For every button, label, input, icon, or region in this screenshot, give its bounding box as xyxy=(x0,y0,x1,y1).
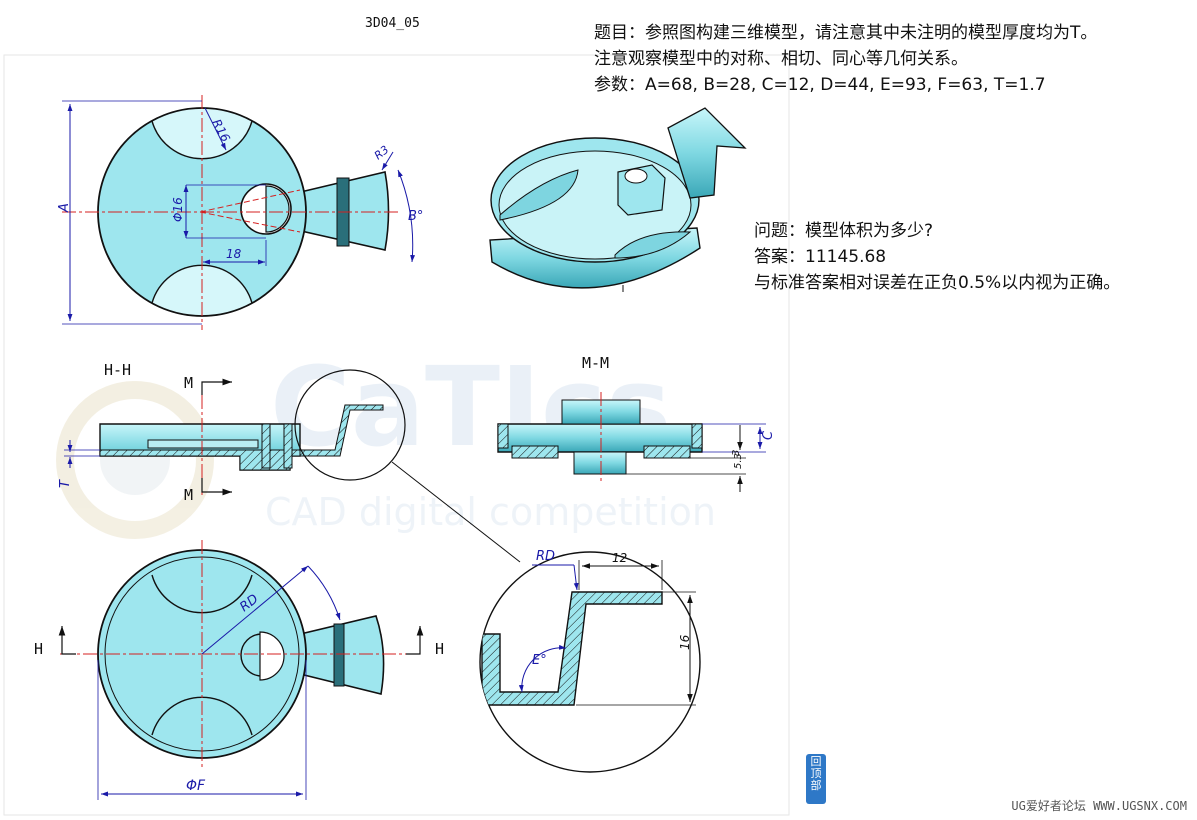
detail-view: RD 12 16 E° xyxy=(479,549,701,773)
dim-E: E° xyxy=(532,653,547,668)
top-view: A R16 R3 B° Φ16 18 xyxy=(57,95,423,330)
site-footer: UG爱好者论坛 WWW.UGSNX.COM xyxy=(1011,799,1187,813)
problem-line-1: 题目：参照图构建三维模型，请注意其中未注明的模型厚度均为T。 xyxy=(594,23,1098,43)
dim-A: A xyxy=(57,203,72,213)
question-line: 问题：模型体积为多少? xyxy=(754,221,934,241)
dim-18: 18 xyxy=(226,247,242,261)
dim-phi16: Φ16 xyxy=(171,197,185,222)
label-H-right: H xyxy=(435,640,444,658)
isometric-view xyxy=(489,107,747,292)
dim-3: 3 xyxy=(731,450,742,456)
bottom-view: RD H H ΦF xyxy=(34,540,444,800)
dim-5.3: 5.3 xyxy=(733,453,744,469)
drawing-code: 3D04_05 xyxy=(365,16,420,31)
back-to-top-button[interactable]: 回 顶 部 xyxy=(806,754,826,804)
label-HH: H-H xyxy=(104,361,131,379)
watermark-tagline: CAD digital competition xyxy=(265,490,716,534)
back-to-top-char-3: 部 xyxy=(810,779,822,792)
dim-T: T xyxy=(58,479,73,488)
back-to-top-char-1: 回 xyxy=(810,755,822,768)
top-upper-cutout xyxy=(151,107,253,160)
dim-phiF: ΦF xyxy=(186,778,206,794)
back-to-top-char-2: 顶 xyxy=(810,767,822,780)
label-M-top: M xyxy=(184,374,193,392)
sheet-border xyxy=(3,54,790,816)
detail-callout-circle xyxy=(294,369,406,481)
dim-12: 12 xyxy=(612,551,627,565)
dim-C: C xyxy=(761,430,776,440)
dim-16: 16 xyxy=(678,634,692,650)
dim-B: B° xyxy=(408,209,423,224)
answer-line: 答案：11145.68 xyxy=(754,247,887,267)
problem-parameters: 参数：A=68, B=28, C=12, D=44, E=93, F=63, T… xyxy=(594,75,1046,95)
label-M-bottom: M xyxy=(184,486,193,504)
section-hh: H-H M M T xyxy=(58,361,521,563)
section-mm: M-M C 3 5.3 xyxy=(497,354,776,492)
dim-RD-detail: RD xyxy=(536,549,555,564)
problem-line-2: 注意观察模型中的对称、相切、同心等几何关系。 xyxy=(594,49,968,69)
label-MM: M-M xyxy=(582,354,609,372)
label-H-left: H xyxy=(34,640,43,658)
tolerance-line: 与标准答案相对误差在正负0.5%以内视为正确。 xyxy=(754,273,1121,293)
